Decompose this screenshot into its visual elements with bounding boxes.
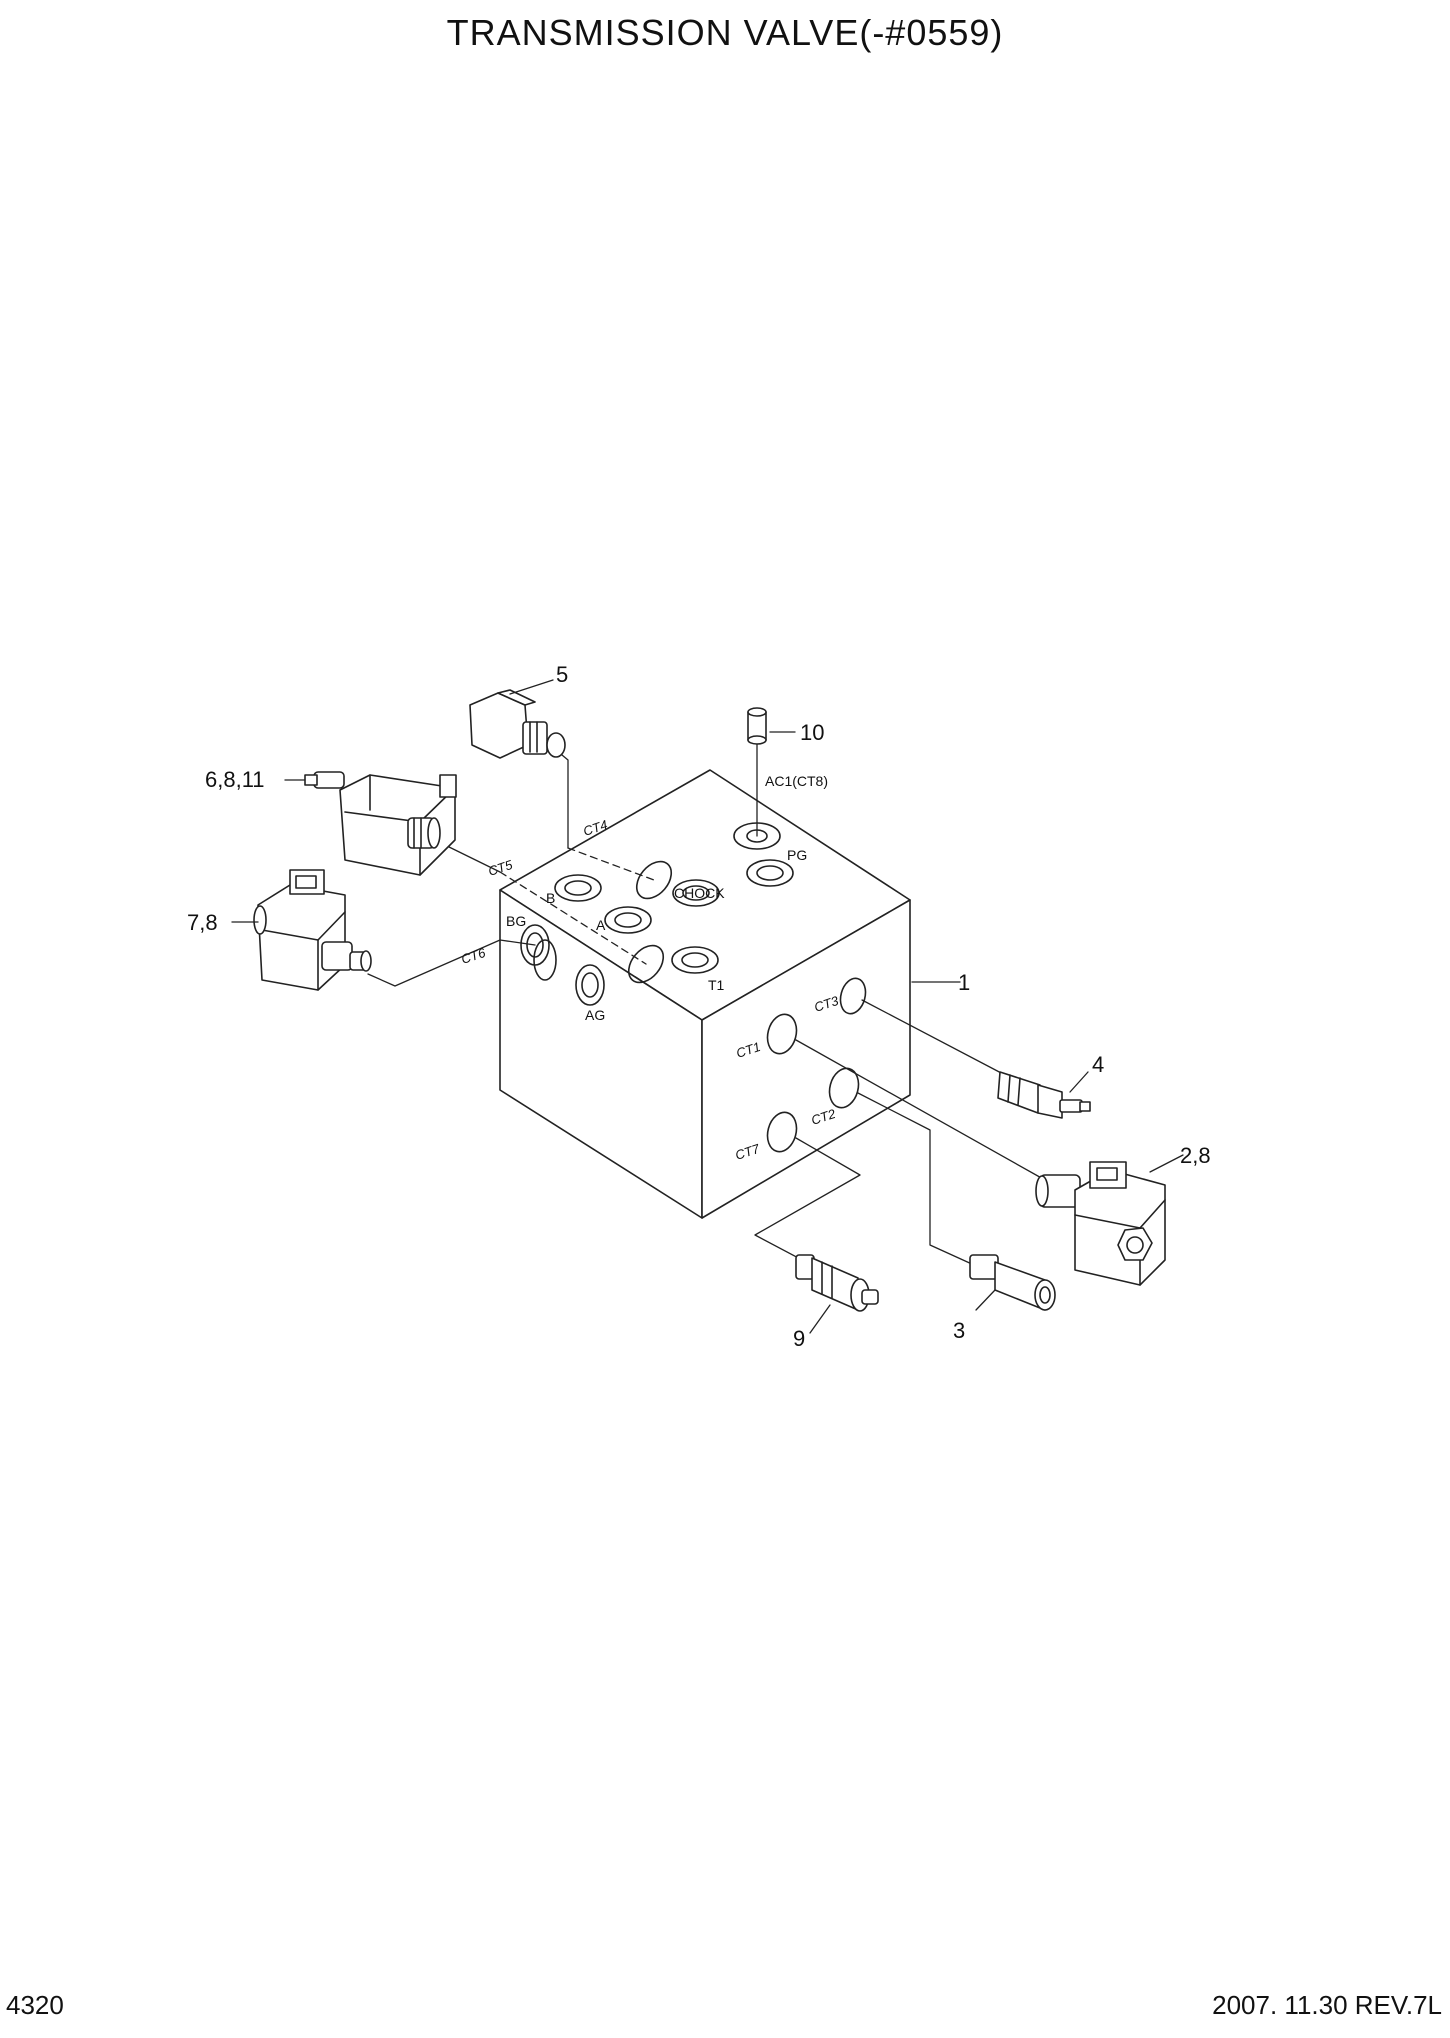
solenoid-2-8 bbox=[1035, 1161, 1166, 1286]
port-label-bg: BG bbox=[506, 913, 526, 929]
fitting-part-3 bbox=[969, 1254, 1056, 1311]
assembly-lines bbox=[367, 741, 1046, 1281]
ct-label-ct3: CT3 bbox=[812, 993, 841, 1015]
port-label-t1: T1 bbox=[708, 977, 725, 993]
callout-3: 3 bbox=[953, 1318, 965, 1343]
callout-10: 10 bbox=[800, 720, 824, 745]
left-face-ports bbox=[520, 924, 605, 1006]
valve-block bbox=[499, 769, 911, 1219]
cartridge-part-9 bbox=[795, 1254, 879, 1312]
ct-label-ct1: CT1 bbox=[734, 1039, 762, 1061]
ct-label-ct6: CT6 bbox=[459, 945, 488, 967]
callout-2-8: 2,8 bbox=[1180, 1143, 1211, 1168]
ct-label-ct2: CT2 bbox=[809, 1106, 838, 1128]
callout-leaders bbox=[231, 679, 1184, 1334]
callout-1: 1 bbox=[958, 970, 970, 995]
ct-label-ct4: CT4 bbox=[581, 817, 609, 839]
port-label-chock: CHOCK bbox=[674, 885, 725, 901]
callout-6-8-11: 6,8,11 bbox=[205, 767, 265, 792]
solenoid-6-8-11 bbox=[304, 771, 457, 876]
port-label-pg: PG bbox=[787, 847, 807, 863]
right-face-ports bbox=[766, 977, 867, 1153]
callout-7-8: 7,8 bbox=[187, 910, 218, 935]
port-label-ag: AG bbox=[585, 1007, 605, 1023]
revision-date: 2007. 11.30 REV.7L bbox=[1212, 1990, 1442, 2020]
callout-9: 9 bbox=[793, 1326, 805, 1351]
ct-label-ct7: CT7 bbox=[733, 1141, 762, 1163]
solenoid-7-8 bbox=[253, 869, 372, 991]
top-face-ports bbox=[554, 822, 794, 984]
port-label-b: B bbox=[546, 890, 555, 906]
plug-part-5 bbox=[469, 689, 566, 759]
ct-label-ct5: CT5 bbox=[486, 857, 515, 879]
cap-part-10 bbox=[747, 707, 767, 745]
page-number: 4320 bbox=[6, 1990, 64, 2020]
callout-5: 5 bbox=[556, 662, 568, 687]
port-label-a: A bbox=[596, 917, 606, 933]
port-label-ac1: AC1(CT8) bbox=[765, 773, 828, 789]
page-title: TRANSMISSION VALVE(-#0559) bbox=[446, 12, 1004, 53]
sensor-part-4 bbox=[997, 1071, 1091, 1119]
callout-4: 4 bbox=[1092, 1052, 1104, 1077]
